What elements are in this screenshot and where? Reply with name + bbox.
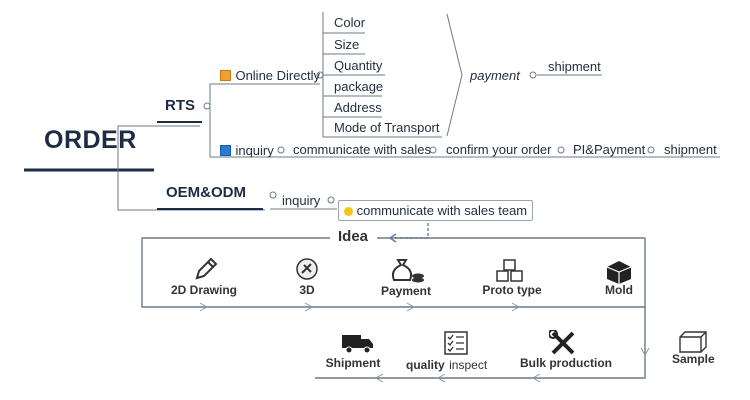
oem-odm-label: OEM&ODM bbox=[166, 184, 246, 201]
truck-icon bbox=[341, 333, 375, 360]
smiley-icon bbox=[344, 207, 353, 217]
pencil-icon bbox=[193, 256, 219, 287]
step-3d: 3D bbox=[299, 283, 315, 297]
step-bulk-production: Bulk production bbox=[520, 356, 612, 370]
chain-step: shipment bbox=[664, 142, 717, 157]
root-label-order: ORDER bbox=[44, 126, 137, 154]
checklist-icon bbox=[443, 330, 469, 361]
communicate-sales-team-label: communicate with sales team bbox=[356, 203, 528, 218]
chain-step: PI&Payment bbox=[573, 142, 646, 157]
chain-step: confirm your order bbox=[446, 142, 552, 157]
step-2d-drawing: 2D Drawing bbox=[170, 283, 237, 297]
option-item: package bbox=[334, 79, 384, 94]
step-quality-inspect: quality inspect bbox=[406, 356, 487, 374]
inquiry-label: inquiry bbox=[235, 143, 274, 158]
mold-cube-icon bbox=[605, 259, 633, 290]
chat-icon bbox=[220, 145, 231, 157]
money-bag-icon bbox=[390, 256, 426, 289]
inquiry-node: inquiry bbox=[220, 142, 274, 160]
option-item: Quantity bbox=[334, 58, 383, 73]
oem-inquiry-label: inquiry bbox=[282, 193, 321, 208]
inspect-label: inspect bbox=[449, 358, 488, 372]
cubes-icon bbox=[495, 258, 525, 289]
step-payment: Payment bbox=[380, 284, 432, 298]
3d-icon bbox=[296, 258, 318, 285]
option-item: Address bbox=[334, 100, 382, 115]
chain-step: communicate with sales bbox=[293, 142, 431, 157]
sample-box-icon bbox=[679, 331, 707, 358]
online-directly-label: Online Directly bbox=[235, 68, 320, 83]
flag-icon bbox=[220, 70, 231, 82]
shipment-label: shipment bbox=[548, 59, 601, 74]
communicate-sales-team-box: communicate with sales team bbox=[338, 200, 534, 221]
quality-label: quality bbox=[406, 358, 445, 372]
payment-label: payment bbox=[470, 68, 520, 83]
rts-label: RTS bbox=[165, 97, 195, 114]
step-proto-type: Proto type bbox=[482, 283, 542, 297]
wrench-screwdriver-icon bbox=[548, 329, 577, 361]
idea-label: Idea bbox=[338, 228, 369, 245]
step-shipment: Shipment bbox=[325, 356, 381, 370]
option-item: Mode of Transport bbox=[334, 120, 440, 135]
step-sample: Sample bbox=[672, 352, 715, 366]
option-item: Color bbox=[334, 15, 366, 30]
online-directly-node: Online Directly bbox=[220, 67, 320, 85]
step-mold: Mold bbox=[605, 283, 633, 297]
option-item: Size bbox=[334, 37, 360, 52]
